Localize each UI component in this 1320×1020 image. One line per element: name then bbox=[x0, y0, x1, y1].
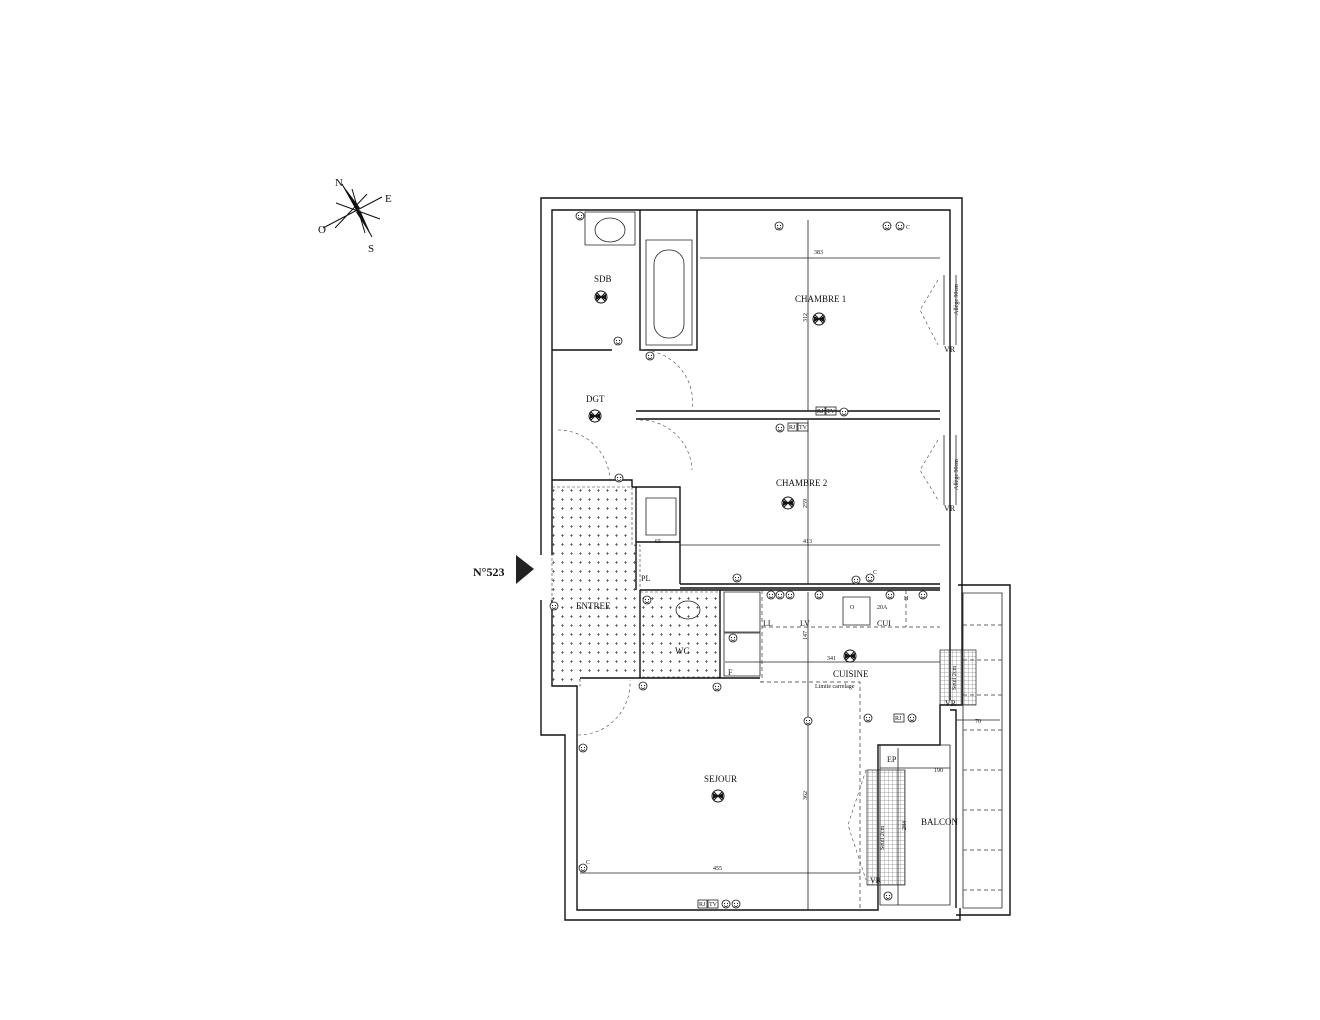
light-sdb-icon bbox=[594, 290, 608, 304]
room-label-dgt: DGT bbox=[586, 394, 605, 404]
svg-text:RJ: RJ bbox=[789, 425, 796, 431]
dim-ch2-width: 413 bbox=[803, 539, 812, 545]
label-o: O bbox=[850, 605, 855, 611]
dim-balcon-inset: 70 bbox=[975, 719, 981, 725]
room-label-sdb: SDB bbox=[594, 274, 612, 284]
kitchen-zone-lines bbox=[760, 590, 940, 910]
window-sill-label-sejour: Seuil 2cm bbox=[880, 826, 886, 850]
label-c-3: C bbox=[586, 860, 590, 866]
dim-ch1-width: 383 bbox=[814, 250, 823, 256]
dim-sejour-depth: 362 bbox=[803, 791, 809, 800]
wc-tiled-floor bbox=[639, 591, 721, 678]
dimension-lines bbox=[580, 220, 1000, 910]
light-chambre1-icon bbox=[812, 312, 826, 326]
label-breaker: 20A bbox=[877, 605, 888, 611]
label-h: H bbox=[904, 596, 909, 602]
vr-label-3: VR bbox=[945, 699, 957, 708]
vr-label-4: VR bbox=[870, 876, 882, 885]
label-lv: LV bbox=[800, 619, 810, 628]
compass-rose-icon: N E S O bbox=[318, 177, 392, 255]
svg-text:RJ: RJ bbox=[817, 409, 824, 415]
interior-walls bbox=[552, 210, 940, 679]
room-label-pl: PL bbox=[641, 574, 650, 583]
light-chambre2-icon bbox=[781, 496, 795, 510]
svg-text:TV: TV bbox=[827, 409, 836, 415]
window-sill-label-kitchen: Seuil 2cm bbox=[952, 666, 958, 690]
label-ll: LL bbox=[763, 619, 773, 628]
compass-north: N bbox=[335, 177, 343, 189]
svg-text:TV: TV bbox=[709, 902, 718, 908]
dim-closet: 65 bbox=[655, 539, 661, 545]
light-dgt-icon bbox=[588, 409, 602, 423]
window-sill-label-2: Allège 90cm bbox=[954, 459, 960, 490]
dim-ch1-depth: 312 bbox=[803, 313, 809, 322]
label-ep: EP bbox=[887, 755, 897, 764]
room-label-sejour: SEJOUR bbox=[704, 774, 737, 784]
light-sejour-icon bbox=[711, 789, 725, 803]
window-sill-label-1: Allège 90cm bbox=[954, 284, 960, 315]
dim-sejour-width: 455 bbox=[713, 866, 722, 872]
compass-west: O bbox=[318, 224, 326, 236]
windows bbox=[866, 275, 977, 886]
room-label-balcon: BALCON bbox=[921, 817, 959, 827]
compass-south: S bbox=[368, 243, 374, 255]
svg-text:TV: TV bbox=[799, 425, 808, 431]
svg-text:RJ: RJ bbox=[699, 902, 706, 908]
label-f: F bbox=[728, 668, 733, 677]
dim-cuisine-depth: 147 bbox=[803, 631, 809, 640]
room-label-entree: ENTREE bbox=[576, 601, 611, 611]
unit-number: N°523 bbox=[473, 565, 504, 579]
light-cuisine-icon bbox=[843, 649, 857, 663]
label-c-1: C bbox=[906, 225, 910, 231]
compass-east: E bbox=[385, 193, 392, 205]
vr-label-2: VR bbox=[944, 504, 956, 513]
room-label-cuisine: CUISINE bbox=[833, 669, 869, 679]
door-swings bbox=[557, 279, 939, 881]
rj-tv-sockets: RJ TV RJ TV RJ RJ TV bbox=[697, 406, 905, 909]
room-label-wc: WC bbox=[675, 646, 690, 656]
svg-text:RJ: RJ bbox=[895, 716, 902, 722]
label-c-2: C bbox=[873, 570, 877, 576]
dim-cuisine-width: 341 bbox=[827, 656, 836, 662]
label-limite-carrelage: Limite carrelage bbox=[815, 684, 855, 690]
vr-label-1: VR bbox=[944, 345, 956, 354]
dim-balcon-depth: 284 bbox=[902, 821, 908, 830]
label-cui: CUI bbox=[877, 619, 891, 628]
entree-tiled-floor bbox=[551, 486, 641, 687]
dim-balcon-width: 190 bbox=[934, 768, 943, 774]
room-label-chambre2: CHAMBRE 2 bbox=[776, 478, 827, 488]
room-label-chambre1: CHAMBRE 1 bbox=[795, 294, 846, 304]
dim-ch2-depth: 259 bbox=[803, 499, 809, 508]
entrance-arrow-icon bbox=[516, 555, 534, 584]
